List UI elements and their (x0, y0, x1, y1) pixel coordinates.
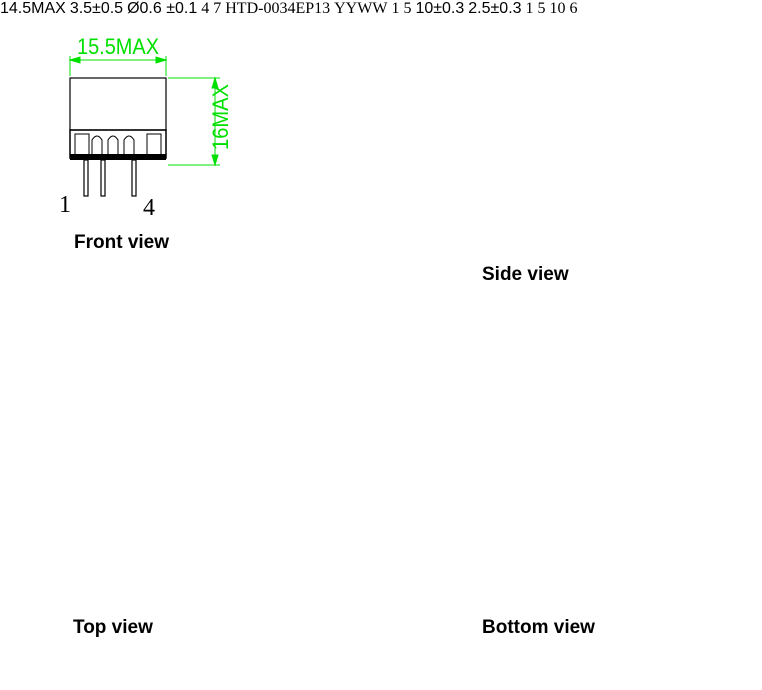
top-pin-1-label: 1 (391, 0, 400, 17)
side-width-label: 14.5MAX (0, 0, 66, 17)
top-view-caption: Top view (73, 617, 153, 638)
front-width-label: 15.5MAX (77, 34, 159, 59)
front-view-pins (83, 159, 137, 197)
top-view-outline: HTD-0034EP13 YYWW 1 5 (225, 0, 415, 17)
bottom-pin-10-label: 10 (549, 0, 566, 17)
bottom-view: 10±0.3 2.5±0.3 1 5 10 6 (415, 0, 577, 17)
bottom-height-label: 10±0.3 (415, 0, 465, 17)
front-pin-4-label: 4 (143, 195, 155, 221)
top-marking-line2: YYWW (334, 0, 388, 17)
side-view: 14.5MAX 3.5±0.5 Ø0.6 ±0.1 4 7 (0, 0, 225, 17)
top-marking-line1: HTD-0034EP13 (225, 0, 331, 17)
bottom-view-core: 10±0.3 2.5±0.3 1 5 10 6 (415, 0, 577, 17)
bottom-pin-5-label: 5 (537, 0, 546, 17)
side-pin-4-label: 4 (201, 0, 210, 17)
top-view: HTD-0034EP13 YYWW 1 5 (225, 0, 415, 17)
side-pin-7-label: 7 (213, 0, 222, 17)
front-height-dimension (168, 76, 220, 167)
side-height-label: 3.5±0.5 (69, 0, 124, 17)
front-view-caption: Front view (74, 232, 170, 253)
front-height-label: 16MAX (208, 84, 233, 150)
front-view: 15.5MAX 16MAX 1 4 (59, 34, 233, 221)
bottom-pin-1-label: 1 (525, 0, 534, 17)
bottom-pin-6-label: 6 (569, 0, 578, 17)
bottom-view-caption: Bottom view (482, 617, 595, 638)
side-pin-dia-label: Ø0.6 ±0.1 (127, 0, 198, 17)
front-pin-1-label: 1 (59, 192, 71, 218)
bottom-pitch-label: 2.5±0.3 (468, 0, 522, 17)
side-view-caption: Side view (482, 264, 569, 285)
top-pin-5-label: 5 (403, 0, 412, 17)
side-view-body: 14.5MAX 3.5±0.5 Ø0.6 ±0.1 4 7 (0, 0, 225, 17)
front-width-dimension (68, 56, 168, 76)
front-view-body (69, 77, 167, 131)
